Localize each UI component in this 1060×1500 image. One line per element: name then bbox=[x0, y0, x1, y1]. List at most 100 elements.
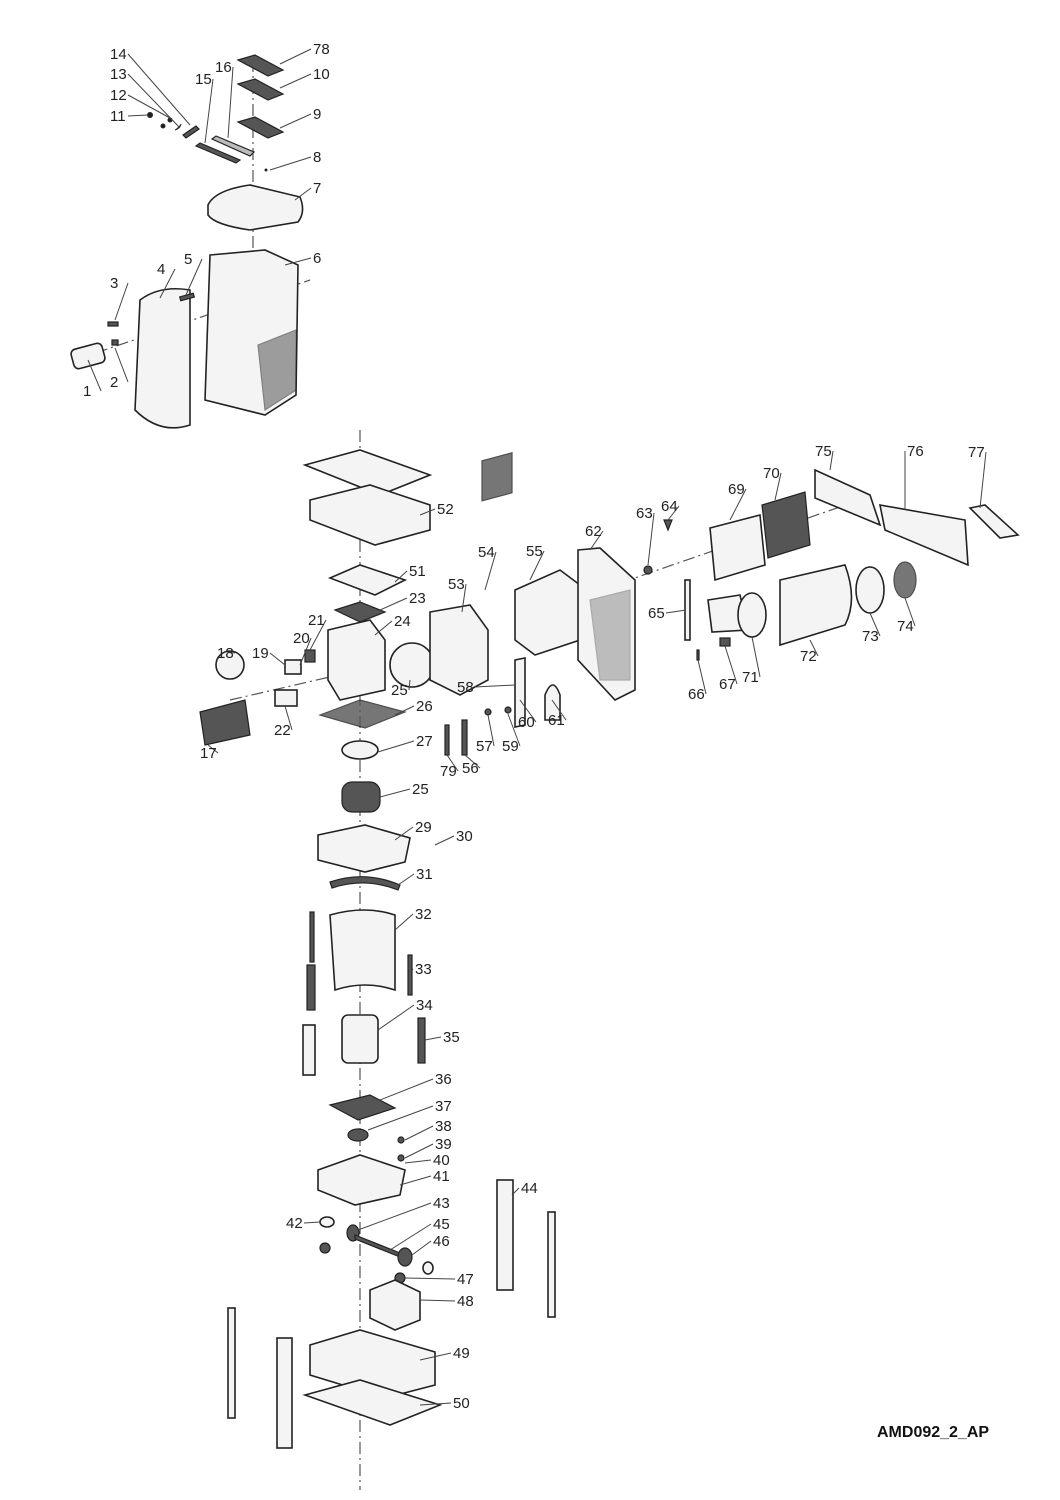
part-number-52: 52 bbox=[437, 501, 454, 518]
leader-line bbox=[411, 968, 414, 971]
part-number-5: 5 bbox=[184, 251, 192, 268]
part-number-62: 62 bbox=[585, 523, 602, 540]
leader-line bbox=[697, 659, 707, 695]
leader-line bbox=[227, 651, 236, 654]
leader-line bbox=[227, 66, 234, 139]
leader-line bbox=[519, 699, 537, 723]
part-number-46: 46 bbox=[433, 1233, 450, 1250]
leader-line bbox=[269, 652, 286, 666]
part-number-42: 42 bbox=[286, 1215, 303, 1232]
leader-line bbox=[379, 1078, 434, 1101]
part-number-47: 47 bbox=[457, 1271, 474, 1288]
part-number-16: 16 bbox=[215, 59, 232, 76]
leader-line bbox=[185, 258, 203, 296]
leader-line bbox=[279, 113, 312, 129]
leader-line bbox=[294, 187, 312, 201]
part-number-25: 25 bbox=[412, 781, 429, 798]
leader-line bbox=[729, 488, 747, 521]
leader-line bbox=[404, 1143, 434, 1159]
part-number-51: 51 bbox=[409, 563, 426, 580]
part-number-74: 74 bbox=[897, 618, 914, 635]
drawing-code: AMD092_2_AP bbox=[877, 1424, 989, 1441]
part-number-79: 79 bbox=[440, 763, 457, 780]
part-number-43: 43 bbox=[433, 1195, 450, 1212]
part-number-77: 77 bbox=[968, 444, 985, 461]
front-housing bbox=[70, 249, 299, 429]
part-number-53: 53 bbox=[448, 576, 465, 593]
leader-line bbox=[404, 1159, 432, 1164]
part-number-61: 61 bbox=[548, 712, 565, 729]
part-number-49: 49 bbox=[453, 1345, 470, 1362]
leader-line bbox=[419, 1352, 452, 1361]
leader-line bbox=[279, 73, 312, 89]
part-number-23: 23 bbox=[409, 590, 426, 607]
part-number-73: 73 bbox=[862, 628, 879, 645]
leader-line bbox=[665, 609, 687, 614]
part-number-29: 29 bbox=[415, 819, 432, 836]
part-number-9: 9 bbox=[313, 106, 321, 123]
leader-line bbox=[419, 1402, 452, 1406]
part-number-27: 27 bbox=[416, 733, 433, 750]
leader-line bbox=[419, 508, 436, 516]
part-number-17: 17 bbox=[200, 745, 217, 762]
part-number-18: 18 bbox=[217, 645, 234, 662]
part-number-64: 64 bbox=[661, 498, 678, 515]
part-number-24: 24 bbox=[394, 613, 411, 630]
leader-line bbox=[114, 347, 129, 383]
part-number-67: 67 bbox=[719, 676, 736, 693]
part-number-50: 50 bbox=[453, 1395, 470, 1412]
leader-line bbox=[511, 1187, 520, 1196]
leader-line bbox=[159, 268, 176, 299]
part-number-72: 72 bbox=[800, 648, 817, 665]
part-number-54: 54 bbox=[478, 544, 495, 561]
leader-line bbox=[389, 1223, 432, 1251]
leader-line bbox=[774, 472, 782, 501]
leader-line bbox=[464, 754, 481, 769]
part-number-70: 70 bbox=[763, 465, 780, 482]
part-number-8: 8 bbox=[313, 149, 321, 166]
leader-line bbox=[367, 1105, 434, 1131]
leader-line bbox=[424, 1036, 442, 1041]
part-number-60: 60 bbox=[518, 714, 535, 731]
part-number-56: 56 bbox=[462, 760, 479, 777]
part-number-13: 13 bbox=[110, 66, 127, 83]
part-number-78: 78 bbox=[313, 41, 330, 58]
part-number-25: 25 bbox=[391, 682, 408, 699]
part-number-69: 69 bbox=[728, 481, 745, 498]
part-number-58: 58 bbox=[457, 679, 474, 696]
leader-line bbox=[751, 636, 761, 678]
part-number-40: 40 bbox=[433, 1152, 450, 1169]
leader-line bbox=[127, 53, 191, 126]
leader-line bbox=[127, 114, 149, 117]
leader-line bbox=[507, 713, 521, 747]
leader-line bbox=[404, 1125, 434, 1141]
leader-line bbox=[667, 505, 680, 521]
leader-line bbox=[379, 788, 411, 798]
leader-line bbox=[397, 873, 415, 886]
leader-line bbox=[404, 1277, 456, 1280]
part-number-10: 10 bbox=[313, 66, 330, 83]
leader-line bbox=[446, 754, 459, 772]
leader-line bbox=[724, 645, 738, 685]
leader-line bbox=[399, 1175, 432, 1186]
leader-line bbox=[114, 282, 129, 321]
part-number-34: 34 bbox=[416, 997, 433, 1014]
leader-line bbox=[127, 73, 181, 129]
leader-line bbox=[551, 699, 567, 721]
part-number-57: 57 bbox=[476, 738, 493, 755]
leader-line bbox=[284, 257, 312, 266]
part-number-1: 1 bbox=[83, 383, 91, 400]
part-number-2: 2 bbox=[110, 374, 118, 391]
part-number-76: 76 bbox=[907, 443, 924, 460]
part-number-14: 14 bbox=[110, 46, 127, 63]
part-number-33: 33 bbox=[415, 961, 432, 978]
part-number-35: 35 bbox=[443, 1029, 460, 1046]
leader-line bbox=[127, 94, 171, 119]
part-number-4: 4 bbox=[157, 261, 165, 278]
part-number-3: 3 bbox=[110, 275, 118, 292]
part-number-15: 15 bbox=[195, 71, 212, 88]
leader-line bbox=[829, 450, 834, 471]
leader-line bbox=[394, 913, 414, 931]
part-number-12: 12 bbox=[110, 87, 127, 104]
